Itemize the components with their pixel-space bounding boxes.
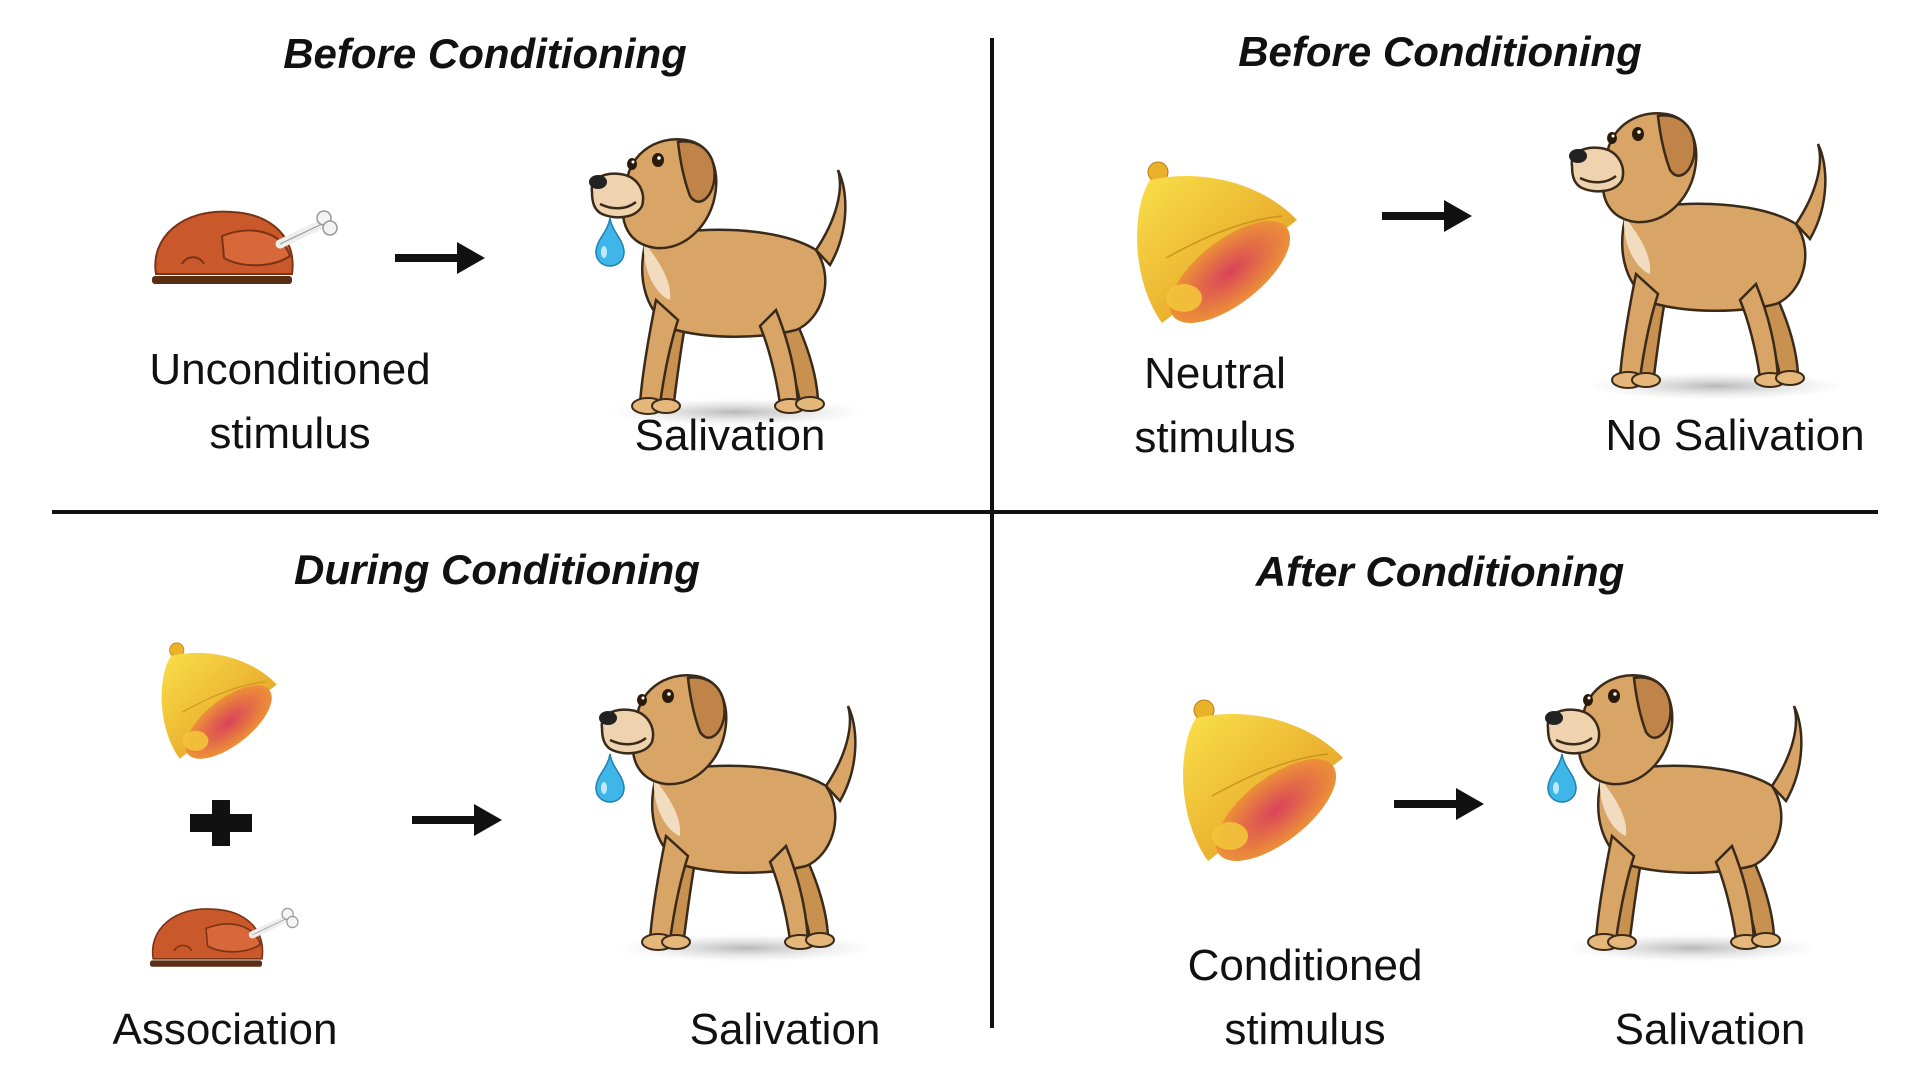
stimulus-label-top-right: Neutral stimulus: [1085, 342, 1345, 470]
horizontal-divider: [52, 510, 1878, 514]
stimulus-line2: stimulus: [1224, 1005, 1386, 1054]
panel-title-bottom-right: After Conditioning: [1255, 548, 1625, 595]
drool-icon: [1547, 753, 1577, 803]
stimulus-line2: stimulus: [1134, 413, 1296, 462]
arrow-right-icon: [1394, 788, 1484, 820]
turkey-icon: [150, 898, 310, 978]
stimulus-line1: Unconditioned: [149, 345, 431, 394]
bell-icon: [1136, 161, 1308, 343]
dog-icon: [1567, 111, 1848, 402]
stimulus-label-bottom-right: Conditioned stimulus: [1160, 934, 1450, 1062]
response-label-bottom-right: Salivation: [1614, 1005, 1806, 1054]
dog-icon: [587, 137, 868, 428]
panel-title-top-right: Before Conditioning: [1238, 28, 1642, 75]
plus-icon: [190, 800, 252, 846]
drool-icon: [595, 217, 625, 267]
stimulus-label-bottom-left: Association: [112, 1005, 338, 1054]
panel-title-top-left: Before Conditioning: [283, 30, 687, 77]
response-label-top-right: No Salivation: [1605, 411, 1865, 460]
dog-icon: [1543, 673, 1824, 964]
arrow-right-icon: [395, 242, 485, 274]
response-label-top-left: Salivation: [634, 411, 826, 460]
dog-icon: [597, 673, 878, 964]
panel-title-bottom-left: During Conditioning: [294, 546, 700, 593]
stimulus-line1: Conditioned: [1187, 941, 1423, 990]
arrow-right-icon: [1382, 200, 1472, 232]
drool-icon: [595, 753, 625, 803]
stimulus-label-top-left: Unconditioned stimulus: [130, 338, 450, 466]
response-label-bottom-left: Salivation: [689, 1005, 881, 1054]
stimulus-line2: stimulus: [209, 409, 371, 458]
arrow-right-icon: [412, 804, 502, 836]
stimulus-line1: Neutral: [1144, 349, 1286, 398]
vertical-divider: [990, 38, 994, 1028]
turkey-icon: [152, 198, 342, 288]
bell-icon: [161, 642, 285, 773]
bell-icon: [1182, 699, 1354, 881]
